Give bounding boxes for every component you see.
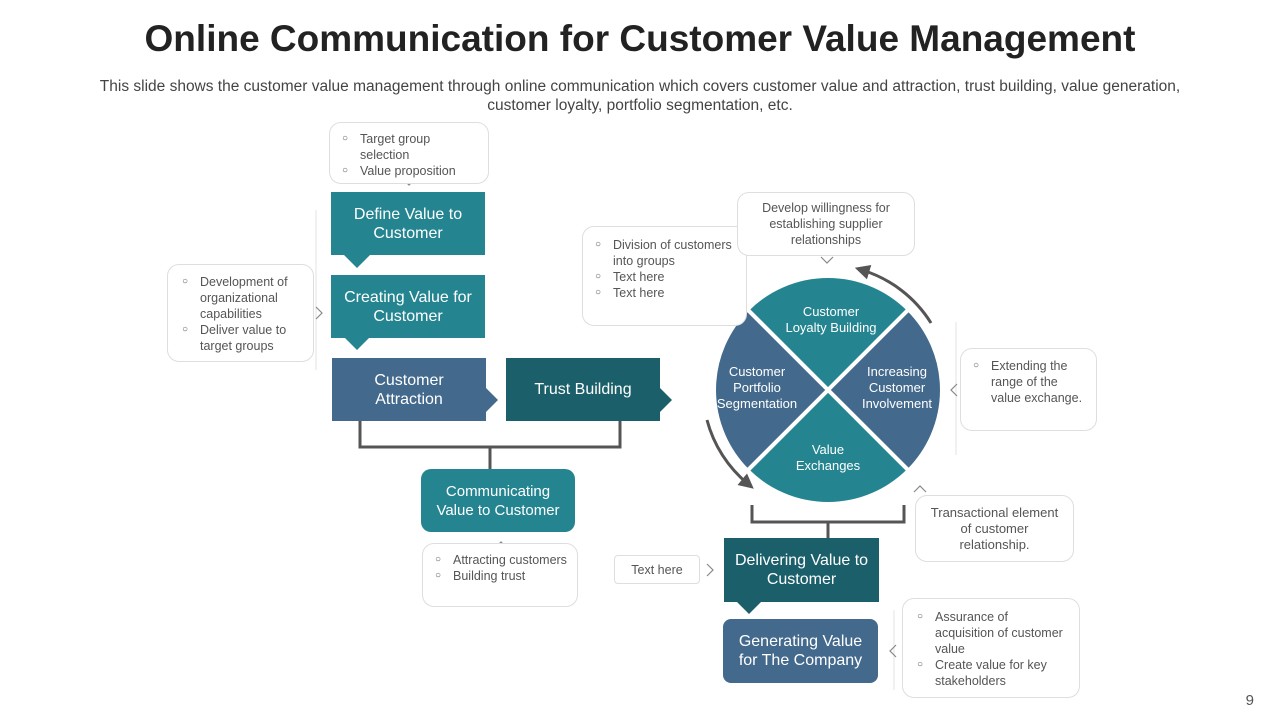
trust-building-box: Trust Building: [506, 358, 660, 421]
note-willingness: Develop willingness for establishing sup…: [737, 192, 915, 256]
cycle-label-exchanges: Value Exchanges: [795, 442, 861, 473]
cycle-arrow-top-right: [854, 265, 933, 324]
delivering-value-pointer: [736, 601, 762, 614]
bracket-right: [750, 505, 906, 524]
cycle-quadrant-top: [744, 274, 912, 393]
note-transactional: Transactional element of customer relati…: [915, 495, 1074, 562]
cycle-label-loyalty: Customer Loyalty Building: [785, 304, 877, 335]
cycle-circle: [712, 274, 944, 506]
communicating-value-box: Communicating Value to Customer: [421, 469, 575, 532]
note-item: Division of customers into groups: [595, 237, 736, 269]
page-number: 9: [1245, 692, 1254, 709]
note-item: Building trust: [435, 568, 567, 584]
note-item: Create value for key stakeholders: [917, 657, 1069, 689]
generating-value-box: Generating Value for The Company: [723, 619, 878, 683]
note-assurance: Assurance of acquisition of customer val…: [902, 598, 1080, 698]
creating-value-box: Creating Value for Customer: [331, 275, 485, 338]
note-division: Division of customers into groups Text h…: [582, 226, 747, 326]
cycle-label-involvement: Increasing Customer Involvement: [861, 364, 933, 411]
trust-arrow-tip: [660, 388, 672, 412]
note-item: Attracting customers: [435, 552, 567, 568]
note-text-here: Text here: [614, 555, 700, 584]
page-subtitle: This slide shows the customer value mana…: [99, 78, 1181, 114]
note-item: Text here: [595, 269, 736, 285]
note-item: Text here: [595, 285, 736, 301]
cycle-arrow-bottom-left: [705, 419, 754, 489]
page-title: Online Communication for Customer Value …: [144, 18, 1136, 59]
note-item: Value proposition: [342, 163, 478, 179]
note-item: Target group selection: [342, 131, 478, 163]
note-item: Assurance of acquisition of customer val…: [917, 609, 1069, 657]
creating-value-pointer: [344, 337, 370, 350]
bracket-left: [358, 421, 622, 449]
cycle-label-segmentation: Customer Portfolio Segmentation: [716, 364, 798, 411]
delivering-value-box: Delivering Value to Customer: [724, 538, 879, 602]
define-value-box: Define Value to Customer: [331, 192, 485, 255]
note-item: Deliver value to target groups: [182, 322, 303, 354]
customer-attraction-box: Customer Attraction: [332, 358, 486, 421]
note-attracting: Attracting customers Building trust: [422, 543, 578, 607]
define-value-pointer: [344, 255, 370, 268]
cycle-quadrant-bottom: [744, 387, 912, 506]
note-development: Development of organizational capabiliti…: [167, 264, 314, 362]
note-item: Development of organizational capabiliti…: [182, 274, 303, 322]
note-item: Extending the range of the value exchang…: [973, 358, 1086, 406]
note-extending: Extending the range of the value exchang…: [960, 348, 1097, 431]
note-target-group: Target group selection Value proposition: [329, 122, 489, 184]
cycle-quadrant-right: [825, 306, 944, 474]
attraction-arrow-tip: [486, 388, 498, 412]
